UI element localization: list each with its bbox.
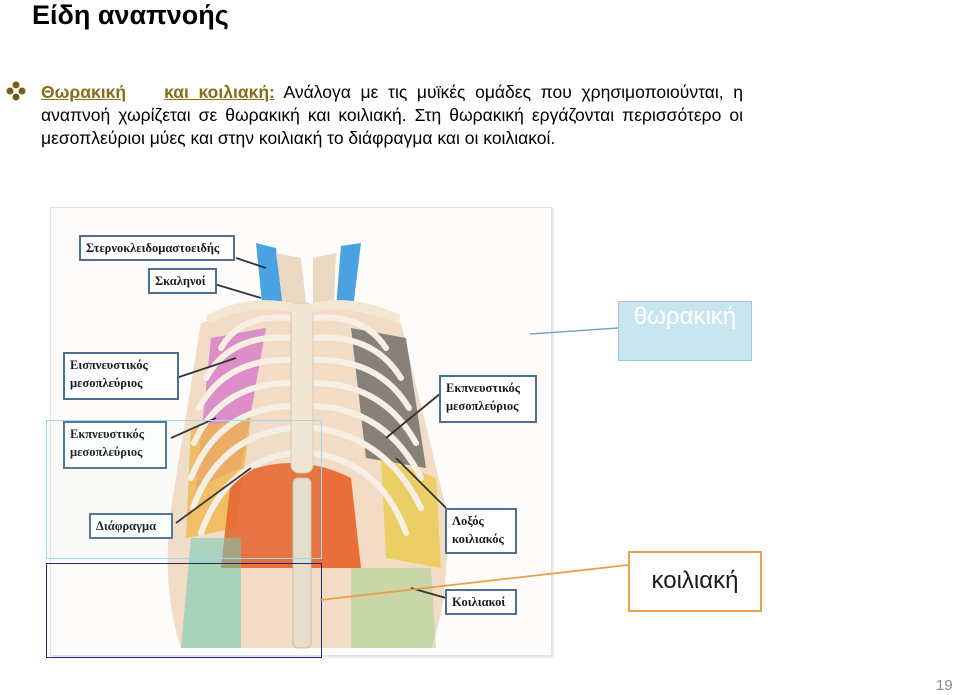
label-inspiratory-line-1: Εισπνευστικός xyxy=(70,358,148,372)
label-expiratory-right-line-1: Εκπνευστικός xyxy=(446,381,521,395)
sternocleidomastoid-muscle xyxy=(256,243,283,313)
thoracic-callout-box: θωρακική xyxy=(618,301,752,361)
thoracic-connector-line xyxy=(529,327,619,335)
label-scalenes: Σκαληνοί xyxy=(148,268,217,294)
label-oblique: Λοξός κοιλιακός xyxy=(445,508,517,554)
bullet-term-abdominal: και κοιλιακή: xyxy=(164,82,275,102)
paragraph-text: Ανάλογα με τις μυϊκές ομάδες που χρησιμο… xyxy=(41,82,743,148)
label-expiratory-intercostal-left: Εκπνευστικός μεσοπλεύριος xyxy=(63,421,167,469)
abdominal-callout-box: κοιλιακή xyxy=(628,551,762,612)
thoracic-highlight-region xyxy=(46,420,322,559)
label-abdominals: Κοιλιακοί xyxy=(445,589,517,615)
abdominal-highlight-region xyxy=(46,563,322,658)
label-diaphragm: Διάφραγμα xyxy=(89,513,173,539)
body-paragraph: Θωρακική και κοιλιακή: Ανάλογα με τις μυϊ… xyxy=(41,81,743,150)
label-oblique-line-2: κοιλιακός xyxy=(452,532,504,546)
label-expiratory-left-line-2: μεσοπλεύριος xyxy=(70,445,143,459)
label-expiratory-left-line-1: Εκπνευστικός xyxy=(70,427,145,441)
label-expiratory-right-line-2: μεσοπλεύριος xyxy=(446,399,519,413)
bullet-term-thoracic: Θωρακική xyxy=(41,82,127,102)
label-sternocleidomastoid: Στερνοκλειδομαστοειδής xyxy=(79,235,235,261)
label-oblique-line-1: Λοξός xyxy=(452,514,484,528)
abdominal-connector-line xyxy=(319,564,629,601)
sternocleidomastoid-muscle-right xyxy=(336,243,361,308)
label-inspiratory-line-2: μεσοπλεύριος xyxy=(70,376,143,390)
slide-title: Είδη αναπνοής xyxy=(32,0,229,30)
label-expiratory-intercostal-right: Εκπνευστικός μεσοπλεύριος xyxy=(439,375,537,423)
diamond-bullet-icon xyxy=(6,81,26,101)
page-number: 19 xyxy=(936,677,953,694)
label-inspiratory-intercostal: Εισπνευστικός μεσοπλεύριος xyxy=(63,352,179,400)
ribcage-illustration xyxy=(167,243,447,649)
ribcage-muscles-figure: Στερνοκλειδομαστοειδής Σκαληνοί Εισπνευσ… xyxy=(50,207,552,656)
